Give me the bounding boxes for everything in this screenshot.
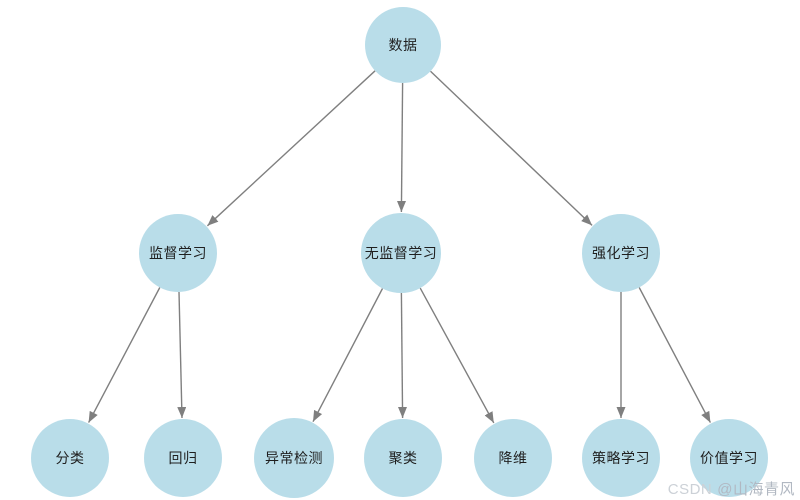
node-unsupervised-learning: 无监督学习	[361, 213, 441, 293]
node-unsupervised-learning-label: 无监督学习	[364, 245, 438, 261]
edge-reinforcement-learning-to-value-learning	[638, 287, 712, 423]
edge-unsupervised-learning-to-anomaly-detection	[312, 288, 384, 423]
node-value-learning-label: 价值学习	[700, 450, 758, 466]
node-supervised-learning: 监督学习	[139, 214, 217, 292]
node-reinforcement-learning: 强化学习	[582, 214, 660, 292]
edge-data-to-supervised-learning	[206, 70, 376, 227]
node-data: 数据	[365, 7, 441, 83]
node-policy-learning-label: 策略学习	[592, 450, 650, 466]
node-clustering-label: 聚类	[388, 450, 418, 466]
node-supervised-learning-label: 监督学习	[149, 245, 207, 261]
node-regression: 回归	[144, 419, 222, 497]
node-data-label: 数据	[388, 37, 418, 53]
node-policy-learning: 策略学习	[582, 419, 660, 497]
node-clustering: 聚类	[364, 419, 442, 497]
node-anomaly-detection-label: 异常检测	[265, 450, 323, 466]
watermark: CSDN@山海青风	[668, 482, 795, 497]
edge-unsupervised-learning-to-dimensionality-reduction	[419, 287, 495, 424]
watermark-author: @山海青风	[717, 481, 795, 498]
node-classification-label: 分类	[55, 450, 85, 466]
node-dimensionality-reduction: 降维	[474, 419, 552, 497]
node-dimensionality-reduction-label: 降维	[498, 450, 528, 466]
node-value-learning: 价值学习	[690, 419, 768, 497]
node-reinforcement-learning-label: 强化学习	[592, 245, 650, 261]
edge-data-to-reinforcement-learning	[430, 70, 593, 226]
edge-supervised-learning-to-classification	[87, 287, 161, 423]
edge-supervised-learning-to-regression	[177, 291, 187, 419]
edge-unsupervised-learning-to-clustering	[397, 292, 407, 419]
node-regression-label: 回归	[168, 450, 198, 466]
node-classification: 分类	[31, 419, 109, 497]
edge-data-to-unsupervised-learning	[397, 82, 407, 213]
watermark-site: CSDN	[667, 481, 713, 498]
node-anomaly-detection: 异常检测	[254, 418, 334, 498]
